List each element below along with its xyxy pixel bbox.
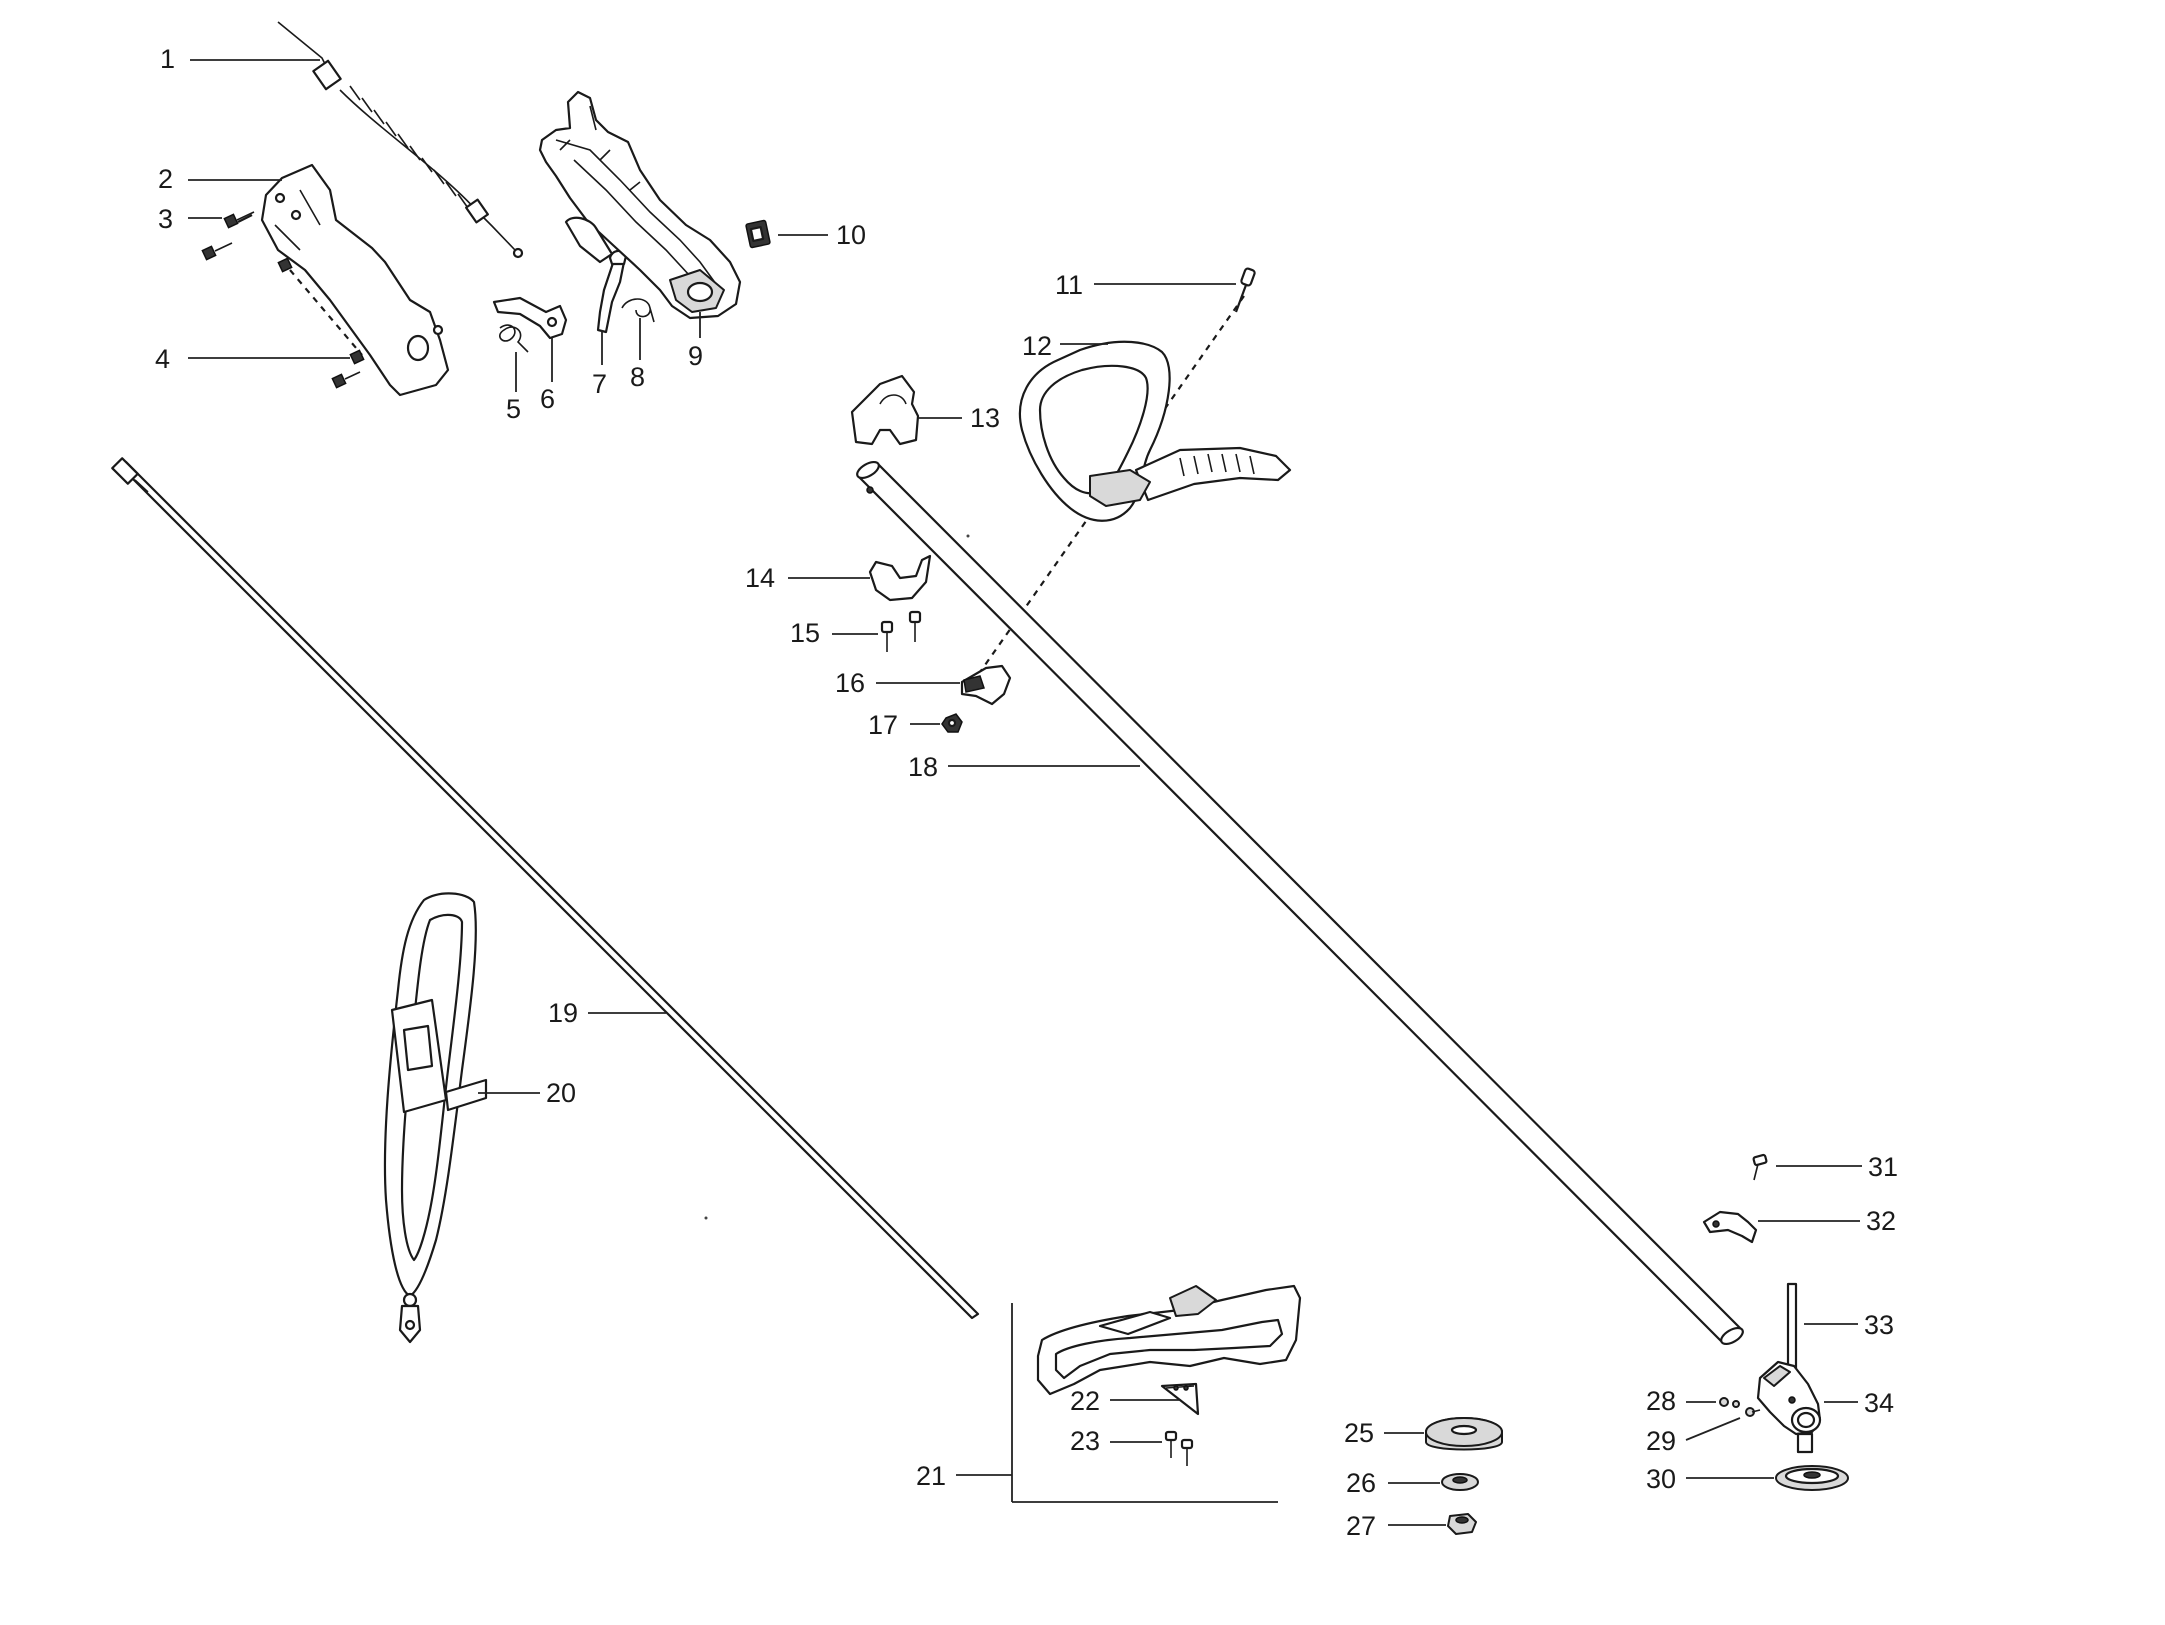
- callout-25: 25: [1344, 1418, 1374, 1448]
- callout-27: 27: [1346, 1511, 1376, 1541]
- callout-30: 30: [1646, 1464, 1676, 1494]
- callout-1: 1: [160, 44, 175, 74]
- callout-26: 26: [1346, 1468, 1376, 1498]
- part-14-clamp-lower: [868, 554, 932, 602]
- callout-29: 29: [1646, 1426, 1676, 1456]
- callout-9: 9: [688, 341, 703, 371]
- part-15-screws: [880, 610, 922, 652]
- callout-12: 12: [1022, 331, 1052, 361]
- callout-20: 20: [546, 1078, 576, 1108]
- part-25-washer: [1425, 1417, 1503, 1451]
- part-21-assembly-bracket: [1011, 1303, 1278, 1503]
- callout-17: 17: [868, 710, 898, 740]
- callout-28: 28: [1646, 1386, 1676, 1416]
- callout-7: 7: [592, 369, 607, 399]
- part-8-torsion-spring: [621, 298, 655, 323]
- part-9-front-housing: [538, 90, 742, 320]
- callout-8: 8: [630, 362, 645, 392]
- part-31-screw: [1752, 1153, 1768, 1181]
- callout-11: 11: [1055, 270, 1083, 300]
- part-18-drive-tube: [856, 460, 1744, 1346]
- speck: [966, 534, 970, 538]
- part-19-drive-shaft: [111, 457, 980, 1320]
- leader-29: [1685, 1417, 1741, 1441]
- part-6-lockout-lever: [492, 296, 568, 340]
- part-1-throttle-cable: [277, 21, 524, 259]
- part-32-clamp: [1702, 1210, 1758, 1244]
- callout-32: 32: [1866, 1206, 1896, 1236]
- part-16-clamp-bracket: [960, 664, 1012, 706]
- callout-6: 6: [540, 384, 555, 414]
- callout-19: 19: [548, 998, 578, 1028]
- part-13-handle-clamp: [850, 374, 920, 446]
- callout-15: 15: [790, 618, 820, 648]
- part-10-stop-switch: [745, 219, 771, 249]
- callout-2: 2: [158, 164, 173, 194]
- part-21-trimmer-shield: [1036, 1284, 1302, 1396]
- callout-14: 14: [745, 563, 775, 593]
- part-4-screws: [277, 257, 365, 389]
- part-26-retainer: [1441, 1473, 1479, 1491]
- part-30-drive-plate: [1775, 1465, 1849, 1491]
- callout-31: 31: [1868, 1152, 1898, 1182]
- callout-22: 22: [1070, 1386, 1100, 1416]
- speck: [704, 1216, 708, 1220]
- callout-13: 13: [970, 403, 1000, 433]
- callout-34: 34: [1864, 1388, 1894, 1418]
- part-29-screw: [1745, 1407, 1761, 1417]
- part-28-screw: [1719, 1397, 1740, 1408]
- part-17-nut: [941, 713, 963, 733]
- part-23-screws: [1164, 1430, 1194, 1466]
- part-5-spring: [499, 324, 529, 353]
- callout-16: 16: [835, 668, 865, 698]
- callout-3: 3: [158, 204, 173, 234]
- part-22-line-cutter-blade: [1160, 1382, 1200, 1416]
- part-20-shoulder-strap: [383, 892, 488, 1344]
- callout-10: 10: [836, 220, 866, 250]
- callout-21: 21: [916, 1461, 946, 1491]
- callout-23: 23: [1070, 1426, 1100, 1456]
- part-3-screws: [201, 211, 255, 261]
- callout-18: 18: [908, 752, 938, 782]
- part-12-loop-handle: [1018, 340, 1292, 522]
- callout-33: 33: [1864, 1310, 1894, 1340]
- callout-4: 4: [155, 344, 170, 374]
- part-2-rear-housing: [260, 163, 450, 397]
- callout-5: 5: [506, 394, 521, 424]
- part-7-throttle-trigger: [596, 249, 628, 334]
- part-34-gearbox: [1756, 1360, 1822, 1454]
- part-27-nut: [1447, 1513, 1477, 1535]
